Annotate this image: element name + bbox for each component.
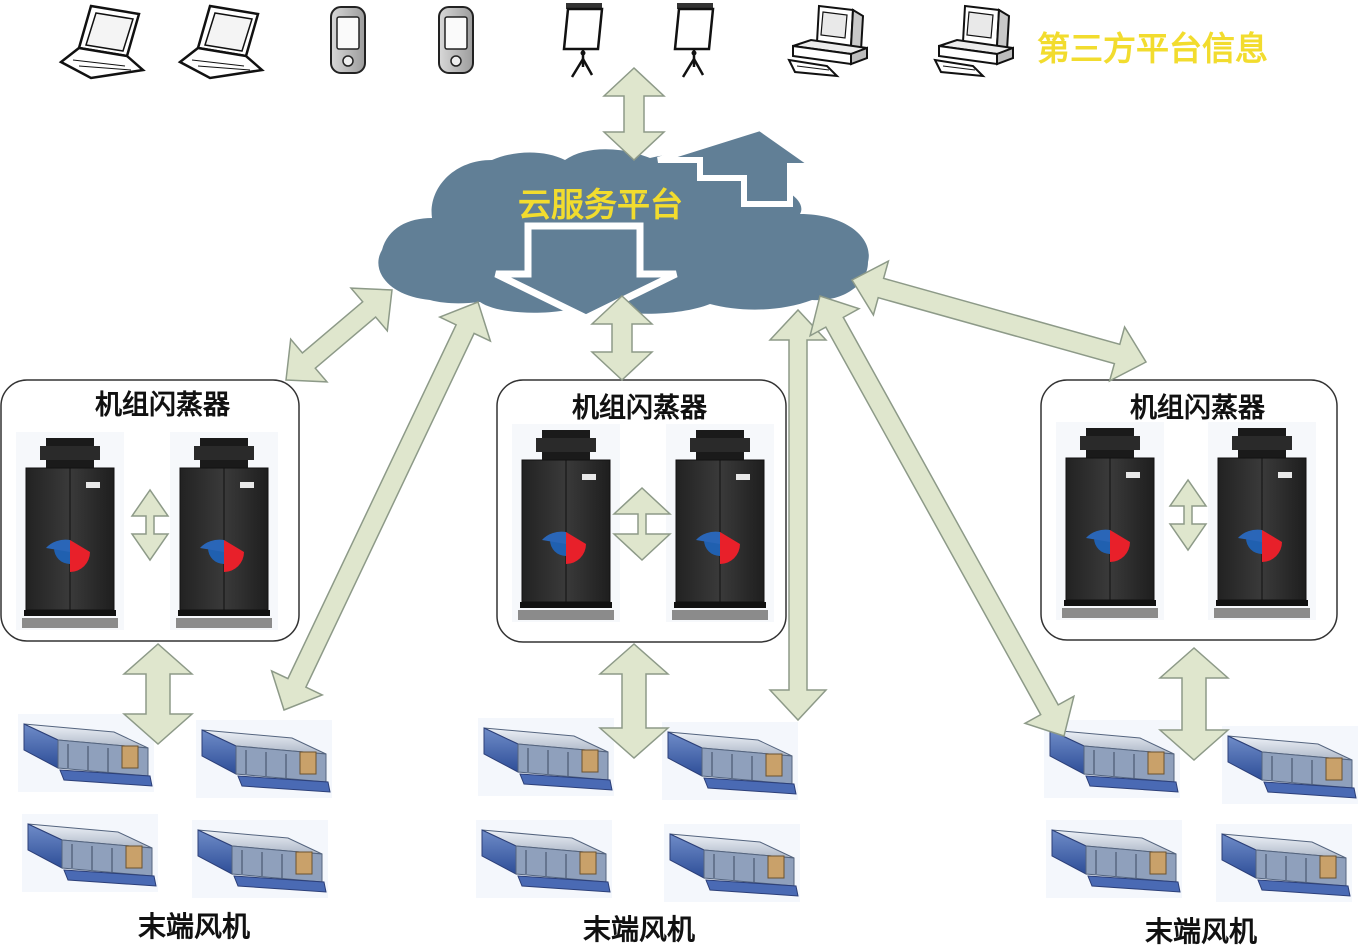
upload-arrow-icon (657, 124, 824, 207)
fan-coil-label: 末端风机 (138, 910, 251, 943)
fan-coil-unit (475, 819, 613, 899)
chiller-unit (1055, 421, 1165, 621)
desktop-pc-icon (934, 5, 1014, 77)
chiller-unit (1207, 421, 1317, 621)
fan-coil-unit (1221, 725, 1359, 805)
unit-group-title: 机组闪蒸器 (572, 393, 707, 424)
double-arrow (850, 259, 1148, 383)
double-arrow (1168, 478, 1208, 552)
fan-coil-unit (21, 813, 159, 893)
pda-icon (438, 6, 474, 74)
third-party-info-label: 第三方平台信息 (1037, 29, 1268, 68)
fan-coil-unit (661, 721, 799, 801)
fan-coil-unit (1215, 823, 1353, 903)
fan-coil-unit (477, 717, 615, 797)
laptop-icon (59, 4, 145, 80)
fan-coil-unit (663, 823, 801, 903)
projector-screen-icon (673, 1, 715, 79)
double-arrow (130, 488, 170, 562)
double-arrow (1158, 646, 1230, 762)
unit-group-title: 机组闪蒸器 (1130, 393, 1265, 424)
fan-coil-unit (17, 713, 155, 793)
double-arrow (598, 642, 670, 760)
double-arrow (768, 308, 828, 722)
double-arrow (270, 301, 492, 711)
pda-icon (330, 6, 366, 74)
laptop-icon (178, 4, 264, 80)
chiller-unit (511, 423, 621, 623)
connection-arrows (122, 66, 1230, 762)
fan-coil-label: 末端风机 (1145, 915, 1258, 948)
double-arrow (602, 66, 666, 162)
cloud-platform (378, 124, 869, 322)
double-arrow (122, 642, 194, 746)
fan-coil-unit (191, 819, 329, 899)
chiller-unit (665, 423, 775, 623)
double-arrow (590, 294, 654, 382)
fan-coil-unit (195, 719, 333, 799)
fan-coil-unit (1045, 819, 1183, 899)
chiller-unit (169, 431, 279, 631)
cloud-platform-label: 云服务平台 (518, 185, 683, 224)
desktop-pc-icon (788, 5, 868, 77)
chiller-unit (15, 431, 125, 631)
double-arrow (808, 295, 1076, 737)
projector-screen-icon (562, 1, 604, 79)
double-arrow (612, 486, 672, 562)
unit-group-title: 机组闪蒸器 (95, 390, 230, 421)
fan-coil-label: 末端风机 (583, 913, 696, 946)
download-arrow-icon (494, 222, 678, 322)
double-arrow (285, 287, 393, 383)
